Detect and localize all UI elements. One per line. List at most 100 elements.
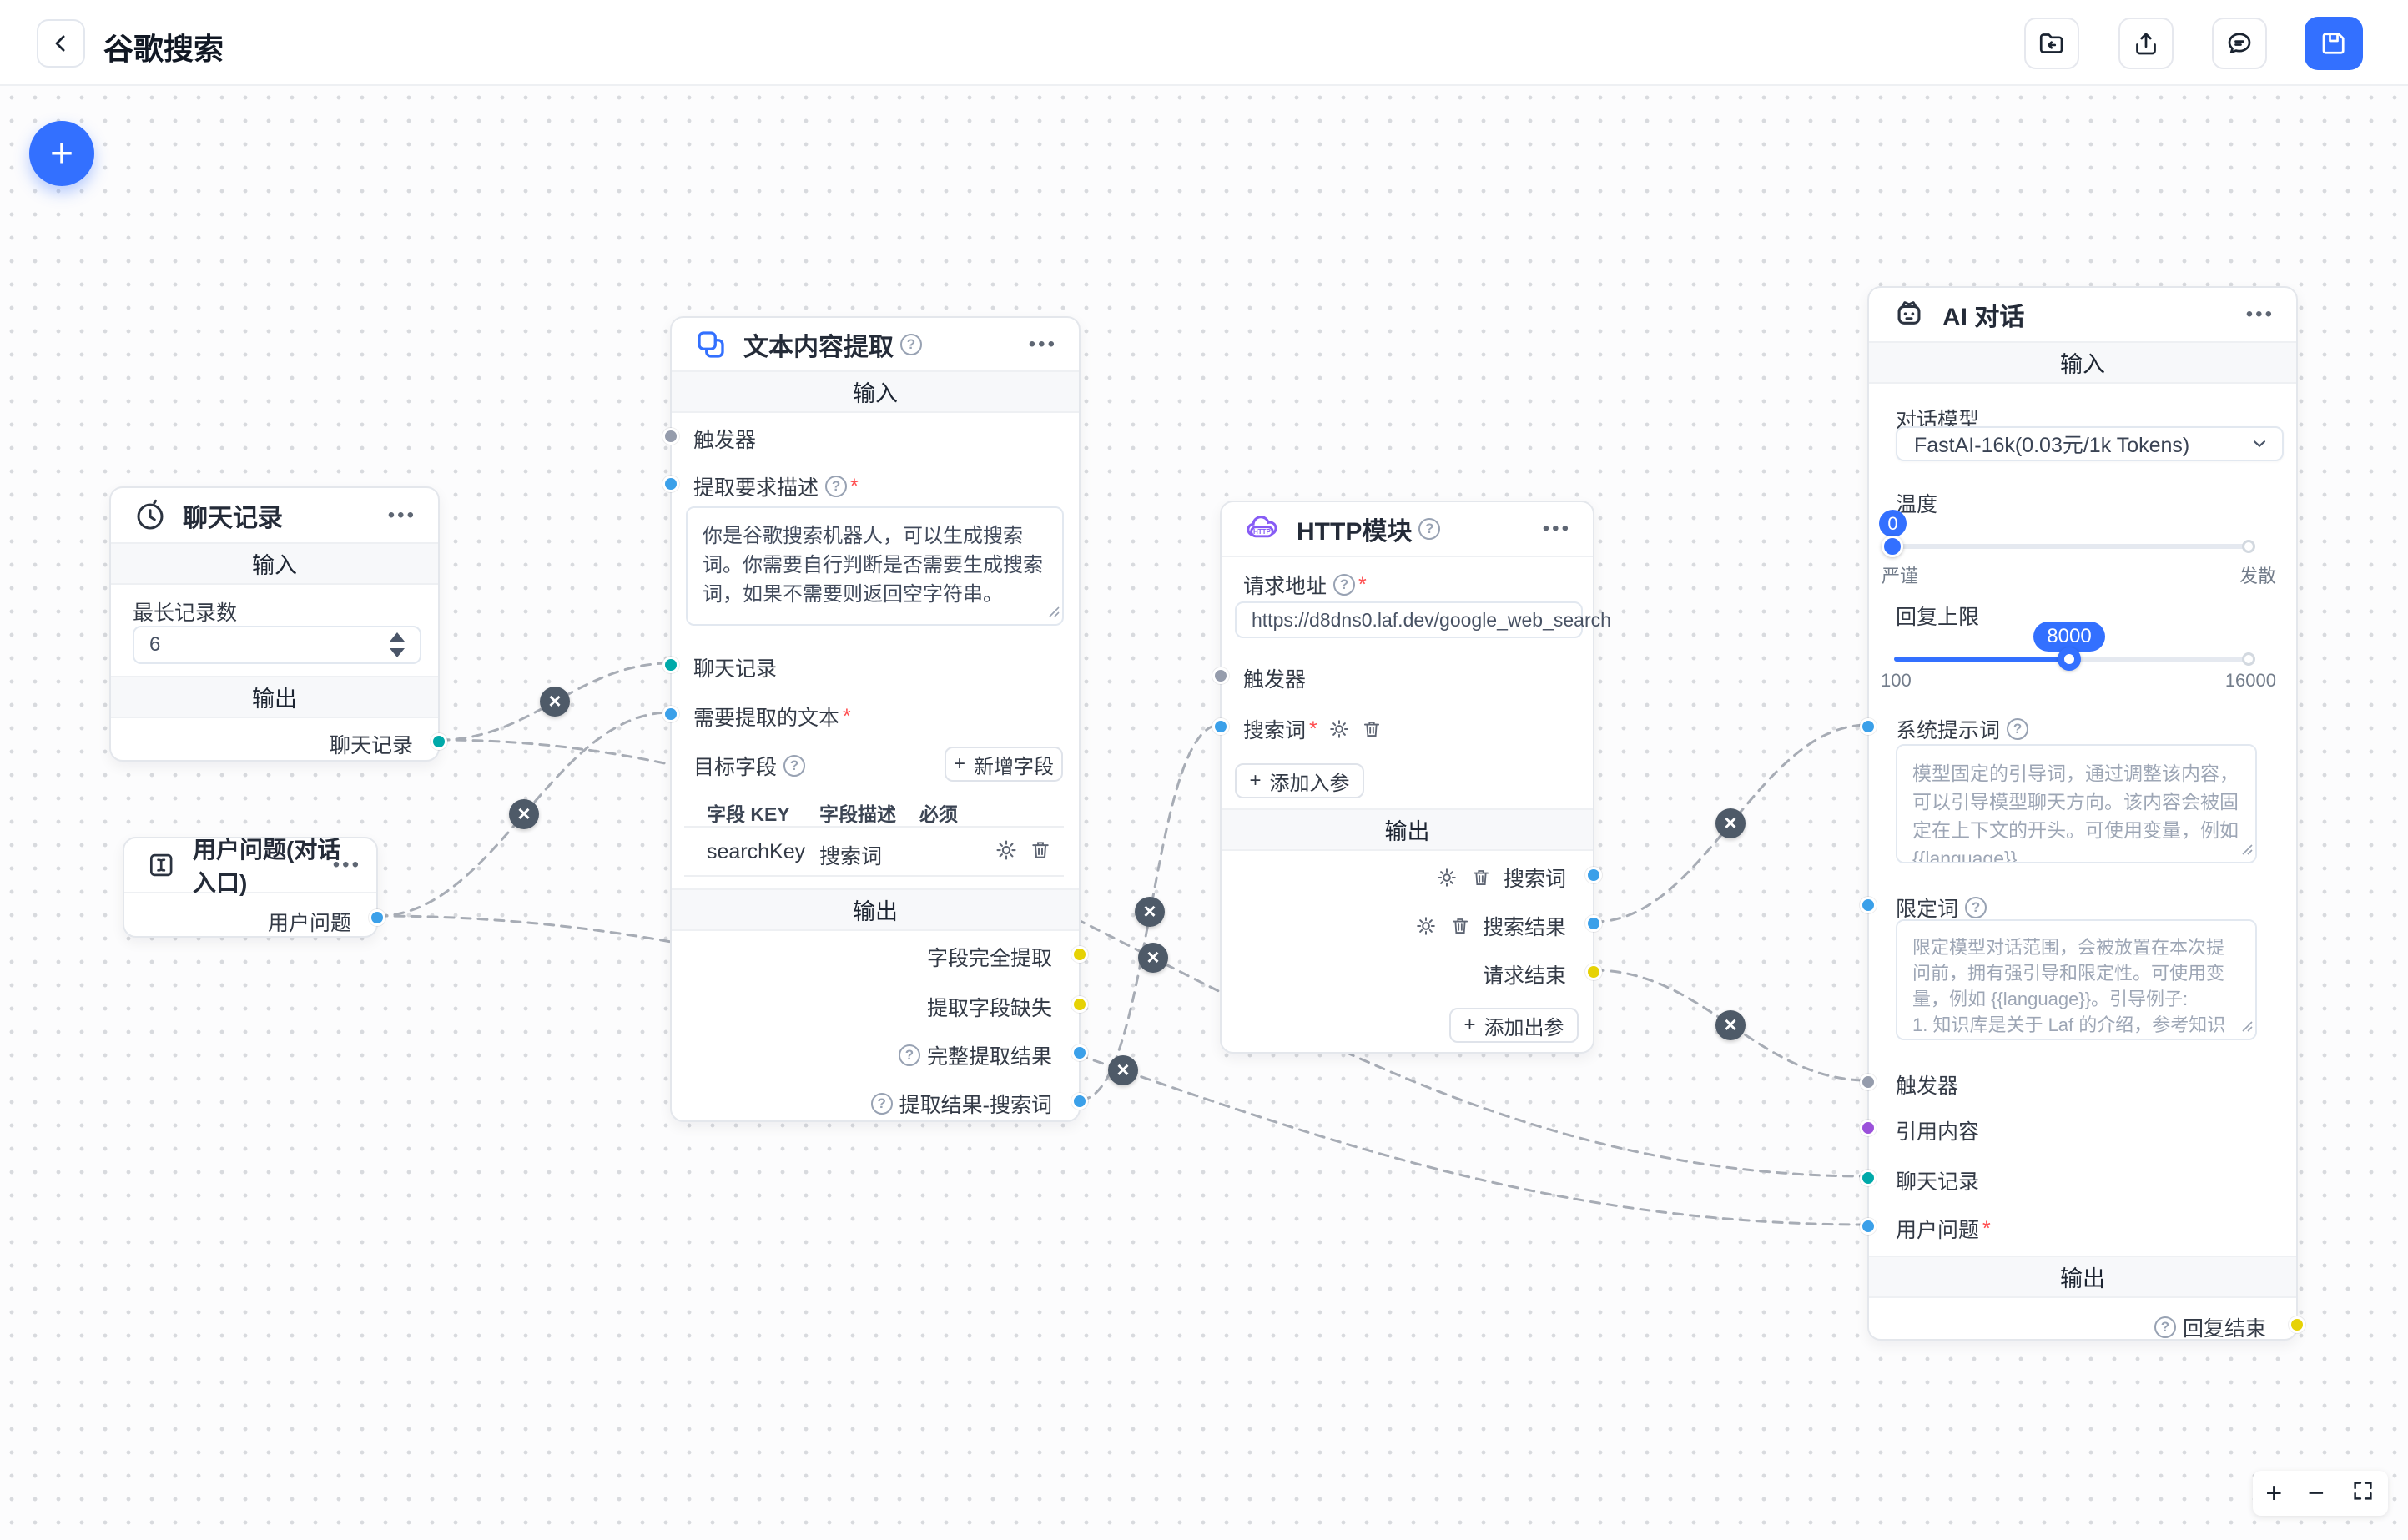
port-quote-in[interactable] [1860,1120,1877,1136]
open-app-button[interactable] [2024,18,2079,69]
url-input[interactable]: https://d8dns0.laf.dev/google_web_search [1235,601,1611,638]
system-prompt-wrap [1896,744,2257,863]
max-reply-max-label: 16000 [2224,670,2276,691]
max-records-input[interactable]: 6 [133,626,421,664]
number-stepper[interactable] [383,627,411,662]
port-trigger-in[interactable] [1860,1074,1877,1090]
fit-view-icon [2353,1482,2372,1500]
help-icon[interactable]: ? [900,333,922,355]
node-menu-button[interactable]: ••• [332,853,361,876]
add-field-button[interactable]: + 新增字段 [945,747,1063,782]
input-section-header: 输入 [1869,341,2296,384]
constraint-textarea[interactable] [1896,919,2257,1040]
node-title: HTTP模块 [1297,518,1413,546]
help-icon[interactable]: ? [870,1093,893,1115]
port-search-result-out[interactable] [1585,915,1602,932]
node-menu-button[interactable]: ••• [387,503,416,526]
add-node-button[interactable]: + [29,121,94,186]
required-mark: * [1982,1216,1991,1241]
help-icon[interactable]: ? [1418,518,1441,540]
back-button[interactable] [37,19,85,68]
fit-view-button[interactable] [2350,1478,2375,1508]
port-text-in[interactable] [662,706,679,722]
temperature-min-label: 严谨 [1882,566,1919,586]
help-icon[interactable]: ? [898,1044,920,1066]
model-select[interactable]: FastAI-16k(0.03元/1k Tokens) [1896,426,2284,461]
node-header: 聊天记录 ••• [111,488,438,542]
node-chat-history[interactable]: 聊天记录 ••• 输入 最长记录数 6 输出 聊天记录 [109,486,447,762]
port-system-prompt-in[interactable] [1860,718,1877,735]
col-header-desc: 字段描述 [819,803,896,825]
max-reply-slider-thumb[interactable] [2058,647,2081,671]
edge-delete-icon[interactable]: × [1138,943,1168,973]
port-desc-in[interactable] [662,476,679,492]
plus-icon: + [953,752,965,775]
node-menu-button[interactable]: ••• [2245,303,2275,325]
output-row: 请求结束 [1482,964,1566,988]
desc-textarea[interactable]: 你是谷歌搜索机器人，可以生成搜索词。你需要自行判断是否需要生成搜索词，如果不需要… [686,506,1064,626]
node-title: 文本内容提取 [743,333,894,361]
help-icon[interactable]: ? [2007,718,2029,740]
node-title: 用户问题(对话入口) [193,837,341,896]
zoom-in-button[interactable]: + [2265,1477,2283,1509]
port-chat-history-in[interactable] [1860,1170,1877,1186]
temperature-slider-thumb[interactable] [1882,536,1903,557]
port-searchkey-out[interactable] [1071,1093,1088,1110]
output-settings-icon[interactable] [1435,866,1458,889]
edge-delete-icon[interactable]: × [1715,1010,1746,1040]
field-delete-icon[interactable] [1029,838,1052,862]
port-fields-missing-out[interactable] [1071,996,1088,1013]
port-chat-history-out[interactable] [431,733,447,750]
help-icon[interactable]: ? [2154,1316,2176,1338]
port-full-result-out[interactable] [1071,1044,1088,1061]
reply-end-row: ? 回复结束 [2154,1312,2266,1342]
add-output-param-button[interactable]: + 添加出参 [1449,1008,1579,1043]
help-icon[interactable]: ? [783,755,806,777]
port-constraint-in[interactable] [1860,897,1877,913]
port-reply-end-out[interactable] [2289,1316,2305,1333]
port-searchkey-in[interactable] [1212,718,1229,735]
system-prompt-textarea[interactable] [1896,744,2257,863]
help-icon[interactable]: ? [1333,574,1356,596]
output-delete-icon[interactable] [1449,915,1471,937]
output-settings-icon[interactable] [1414,914,1438,938]
ai-robot-icon [1891,296,1927,333]
edge-delete-icon[interactable]: × [540,687,570,717]
node-http[interactable]: HTTP HTTP模块 ? ••• 请求地址 ? * https://d8dns… [1212,501,1611,1054]
target-fields-row: 目标字段 ? [693,751,806,781]
help-icon[interactable]: ? [1965,897,1987,918]
edge-delete-icon[interactable]: × [509,799,539,829]
export-button[interactable] [2118,18,2174,69]
port-chat-history-in[interactable] [662,657,679,673]
port-user-question-in[interactable] [1860,1218,1877,1235]
node-user-question[interactable]: 用户问题(对话入口) ••• 用户问题 [123,837,385,938]
node-ai-chat[interactable]: AI 对话 ••• 输入 对话模型 FastAI-16k(0.03元/1k To… [1860,286,2305,1342]
edge-delete-icon[interactable]: × [1108,1055,1138,1085]
port-trigger-in[interactable] [1212,667,1229,684]
help-icon[interactable]: ? [825,476,848,497]
stepper-up-icon[interactable] [390,632,405,642]
required-mark: * [1358,572,1367,596]
stepper-down-icon[interactable] [390,648,405,657]
port-fields-complete-out[interactable] [1071,946,1088,963]
output-delete-icon[interactable] [1470,867,1492,888]
port-user-question-out[interactable] [369,909,385,926]
add-input-param-button[interactable]: + 添加入参 [1235,763,1364,798]
text-cursor-icon [146,849,178,881]
param-delete-icon[interactable] [1361,718,1383,740]
temperature-slider[interactable] [1892,544,2249,549]
port-trigger-in[interactable] [662,428,679,445]
node-menu-button[interactable]: ••• [1542,517,1571,540]
edge-delete-icon[interactable]: × [1135,897,1165,927]
port-searchkey-out[interactable] [1585,867,1602,883]
port-request-end-out[interactable] [1585,964,1602,980]
node-text-extract[interactable]: 文本内容提取 ? ••• 输入 触发器 提取要求描述 ? * 你是谷歌搜索机器人… [662,316,1088,1122]
zoom-out-button[interactable]: − [2307,1477,2325,1509]
edge-delete-icon[interactable]: × [1715,808,1746,838]
feedback-button[interactable] [2212,18,2267,69]
field-settings-icon[interactable] [994,838,1019,863]
node-menu-button[interactable]: ••• [1028,332,1057,355]
save-button[interactable] [2305,17,2363,70]
param-settings-icon[interactable] [1327,717,1351,741]
